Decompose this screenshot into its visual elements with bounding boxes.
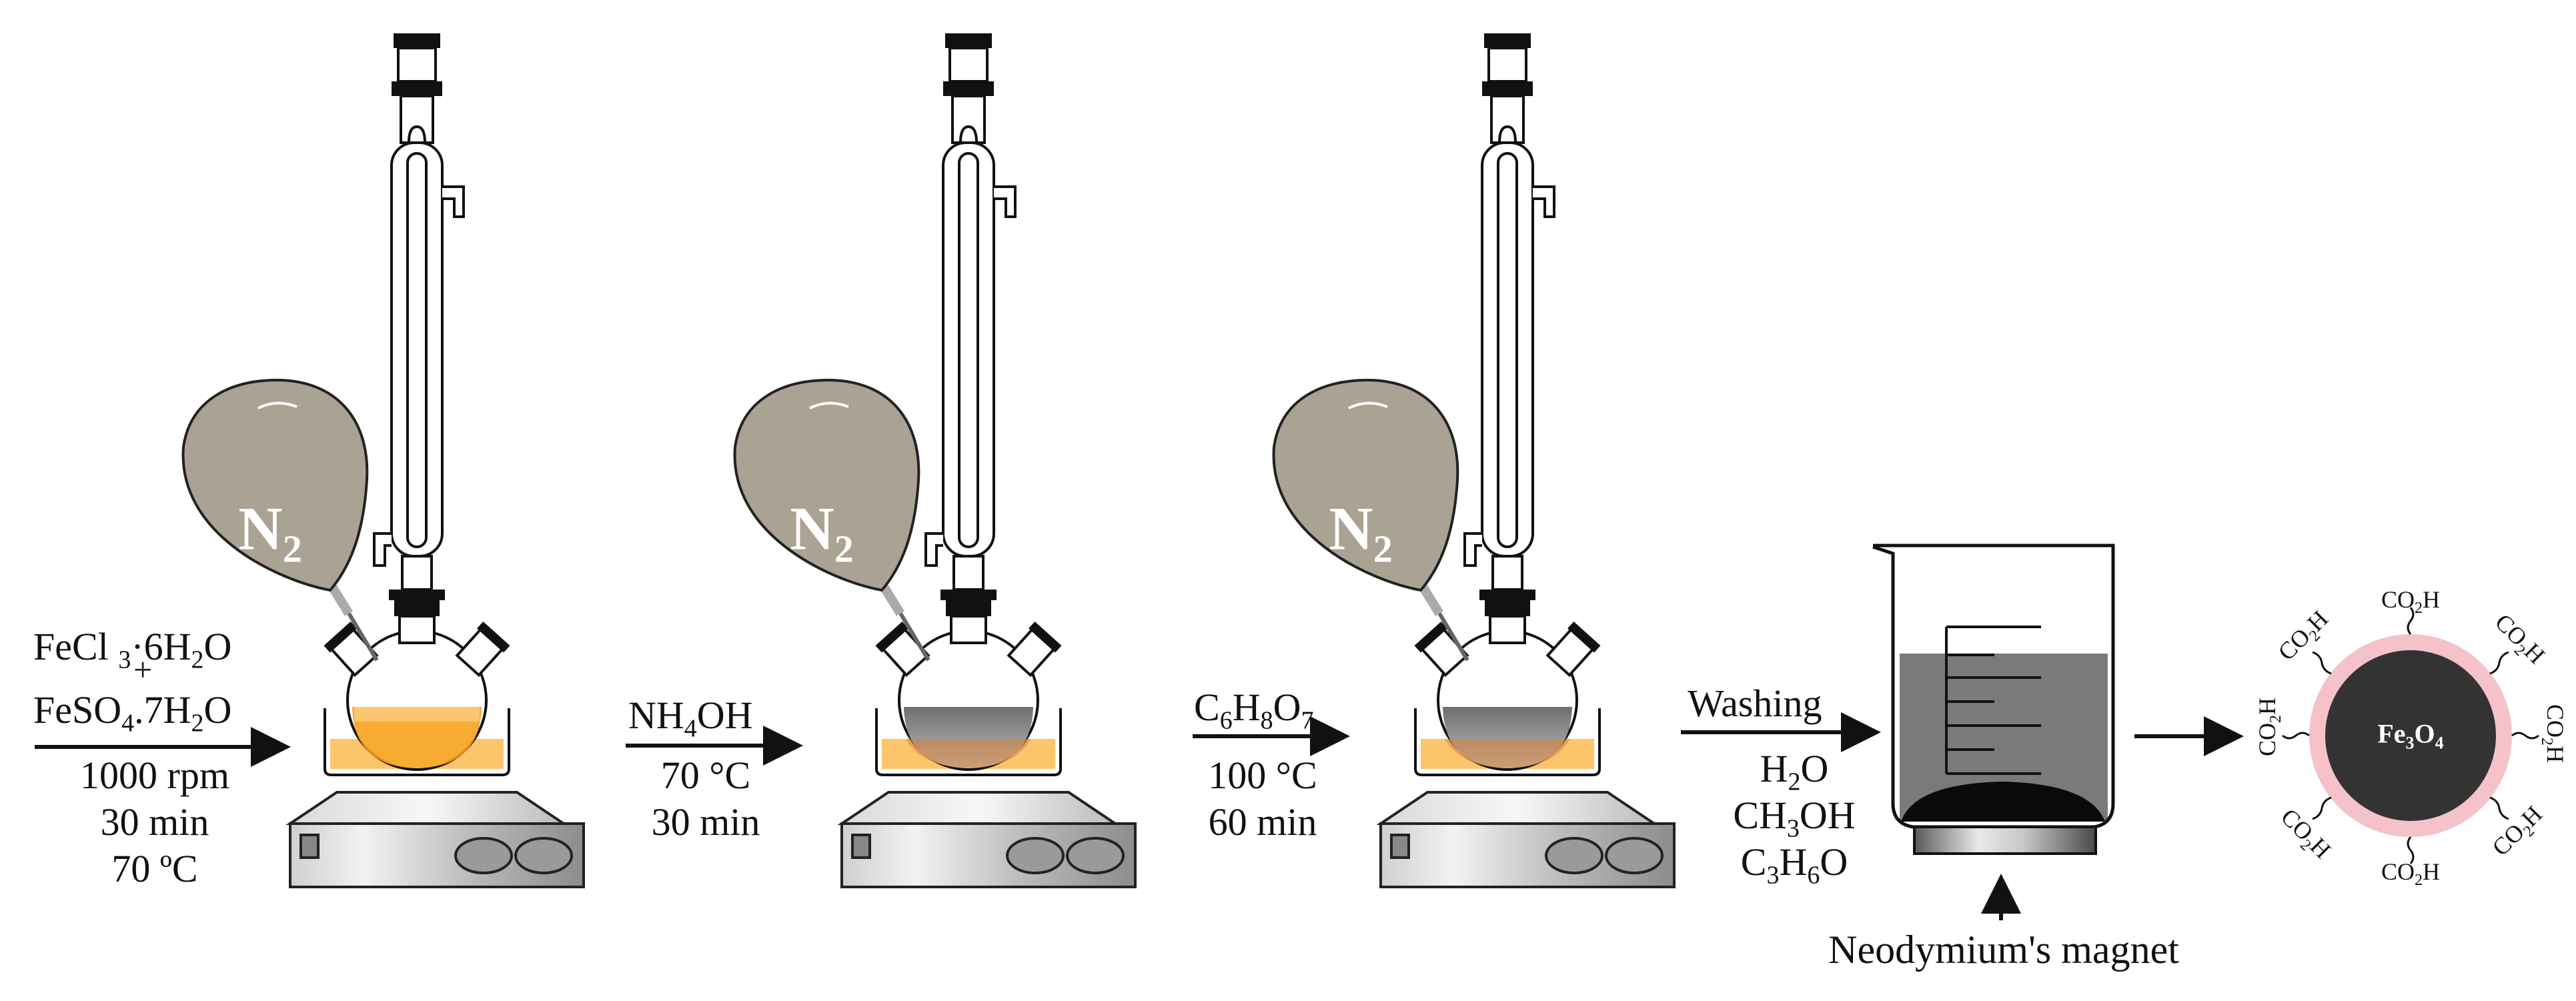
particle-core-label: Fe3O4 [2377,718,2444,753]
magnetic-precipitate [1901,782,2105,822]
step1-time: 30 min [100,800,209,844]
apparatus-step3 [1272,32,1676,888]
step3-time: 60 min [1208,800,1317,844]
ligand-label-left: CO2H [2253,697,2285,757]
step1-reagent-2: FeSO4.7H2O [33,688,232,738]
step3-temp: 100 °C [1208,754,1317,797]
step1-reagent-1: FeCl 3·6H2O [33,625,232,674]
n2-balloon [181,378,369,592]
ligand-label-top: CO2H [2381,586,2441,618]
balloon-label-3: N2 [1329,494,1393,571]
washing-label: Washing [1688,682,1822,725]
ligand-chains [2282,607,2539,864]
step1-temp: 70 ºC [111,847,198,890]
solvent-acetone: C3H6O [1740,840,1848,890]
ligand-label-bottom: CO2H [2381,858,2441,890]
step2-time: 30 min [651,800,760,844]
step1-plus: + [133,651,153,688]
apparatus-step2 [733,32,1137,888]
magnet-label: Neodymium's magnet [1828,928,2179,972]
solvent-water: H2O [1760,747,1829,796]
balloon-label-1: N2 [238,494,302,571]
ligand-label-right: CO2H [2537,704,2569,764]
apparatus-step1 [181,32,585,888]
nanoparticle [2282,607,2539,864]
beaker-graduations [1945,626,2041,775]
solvent-methanol: CH3OH [1733,794,1856,843]
step2-temp: 70 °C [660,754,751,797]
balloon-label-2: N2 [790,494,854,571]
n2-balloon [1272,378,1459,592]
bath-vessel [324,708,510,776]
beaker-setup [1872,544,2115,920]
n2-balloon [733,378,920,592]
step3-reagent: C6H8O7 [1194,686,1314,735]
neodymium-magnet [1913,826,2097,855]
step1-speed: 1000 rpm [80,754,229,797]
particle-core [2325,650,2496,821]
step2-reagent: NH4OH [628,694,753,743]
